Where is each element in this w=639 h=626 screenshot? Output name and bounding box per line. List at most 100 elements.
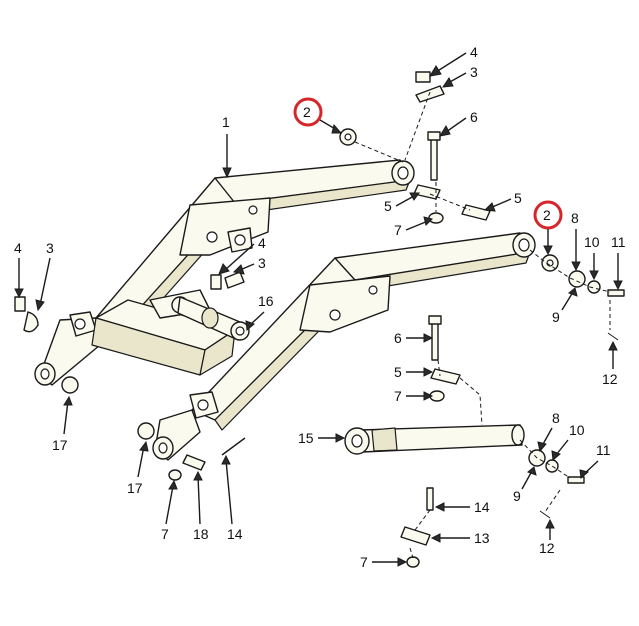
spacer-8-upper bbox=[568, 270, 586, 288]
callout-14-bottom: 14 bbox=[434, 499, 490, 515]
callout-16: 16 bbox=[245, 293, 274, 331]
callout-label: 3 bbox=[470, 64, 478, 80]
callout-3-mid: 3 bbox=[232, 255, 266, 275]
callout-label: 5 bbox=[514, 190, 522, 206]
callout-17-mid: 17 bbox=[127, 440, 149, 496]
callout-label: 15 bbox=[298, 430, 314, 446]
callout-14-low: 14 bbox=[221, 454, 243, 542]
callout-label: 13 bbox=[474, 530, 490, 546]
callout-11-lower: 11 bbox=[579, 442, 611, 479]
callout-10-lower: 10 bbox=[551, 422, 585, 461]
callout-label: 3 bbox=[46, 240, 54, 256]
callout-2-top: 2 bbox=[293, 97, 343, 134]
clamp-3-mid bbox=[224, 271, 245, 289]
callout-5-mid: 5 bbox=[394, 364, 434, 380]
callout-3-left: 3 bbox=[35, 240, 54, 312]
callout-11-upper: 11 bbox=[611, 234, 626, 291]
callout-18: 18 bbox=[193, 470, 209, 542]
callout-label: 6 bbox=[470, 109, 478, 125]
callout-12-upper: 12 bbox=[602, 340, 618, 387]
callout-9-upper: 9 bbox=[552, 287, 578, 325]
callout-label: 2 bbox=[303, 104, 311, 120]
washer-10-lower bbox=[545, 459, 559, 473]
left-loader-arm bbox=[34, 159, 415, 386]
callout-8-upper: 8 bbox=[571, 210, 581, 272]
pin-12-lower bbox=[539, 510, 551, 519]
callout-3-top: 3 bbox=[441, 64, 478, 88]
clamp-3-left bbox=[23, 311, 39, 333]
clamp-3-top bbox=[415, 85, 445, 103]
bolt-4-left bbox=[14, 296, 26, 312]
pin-18 bbox=[182, 454, 206, 471]
callout-label: 3 bbox=[258, 255, 266, 271]
small-parts bbox=[14, 71, 625, 568]
right-loader-arm bbox=[152, 232, 536, 461]
callout-8-lower: 8 bbox=[537, 410, 560, 453]
bolt-4-top bbox=[415, 71, 431, 83]
callout-label: 12 bbox=[602, 371, 618, 387]
bolt-14-bottom bbox=[426, 487, 434, 511]
nut-7-top bbox=[428, 212, 444, 224]
bolt-4-mid bbox=[210, 274, 222, 290]
callout-12-lower: 12 bbox=[539, 518, 555, 556]
callout-4-mid: 4 bbox=[218, 235, 266, 275]
callout-17-left: 17 bbox=[52, 395, 73, 453]
callout-label: 9 bbox=[552, 309, 560, 325]
callout-4-left: 4 bbox=[14, 240, 24, 299]
assembly-lines bbox=[354, 91, 611, 559]
callout-4-top: 4 bbox=[429, 44, 478, 77]
callout-10-upper: 10 bbox=[584, 234, 600, 281]
callout-label: 4 bbox=[14, 240, 22, 256]
callout-label: 7 bbox=[161, 526, 169, 542]
callout-label: 2 bbox=[543, 207, 551, 223]
bolt-6-mid bbox=[431, 321, 439, 361]
callout-label: 17 bbox=[127, 480, 143, 496]
bushing-17-mid bbox=[137, 422, 155, 440]
washer-10-upper bbox=[587, 280, 601, 294]
pin-13 bbox=[400, 526, 431, 546]
callout-label: 8 bbox=[571, 210, 579, 226]
callout-label: 8 bbox=[552, 410, 560, 426]
callout-label: 7 bbox=[360, 554, 368, 570]
callout-label: 10 bbox=[569, 422, 585, 438]
callout-5-top-left: 5 bbox=[384, 192, 420, 214]
callout-9-lower: 9 bbox=[513, 466, 537, 504]
callout-label: 5 bbox=[384, 198, 392, 214]
callout-label: 11 bbox=[611, 234, 626, 250]
bolt-11-lower bbox=[567, 476, 585, 484]
bolt-14-low bbox=[221, 437, 246, 456]
callout-1: 1 bbox=[222, 114, 232, 179]
callout-5-top-right: 5 bbox=[483, 190, 522, 212]
pin-12-upper bbox=[607, 332, 619, 341]
callout-7-mid: 7 bbox=[394, 388, 434, 404]
callout-7-top: 7 bbox=[394, 216, 433, 238]
callout-label: 12 bbox=[539, 540, 555, 556]
nut-7-bottom bbox=[406, 556, 420, 568]
callout-7-bottom: 7 bbox=[360, 554, 408, 570]
bolt-6-top bbox=[430, 137, 438, 181]
callout-label: 14 bbox=[474, 499, 490, 515]
callout-6-top: 6 bbox=[438, 109, 478, 137]
part-16-pivot-assembly bbox=[171, 296, 250, 341]
callout-15: 15 bbox=[298, 430, 346, 446]
callout-label: 16 bbox=[258, 293, 274, 309]
callout-13: 13 bbox=[430, 530, 490, 546]
callout-label: 17 bbox=[52, 437, 68, 453]
callout-label: 6 bbox=[394, 330, 402, 346]
callout-label: 4 bbox=[258, 235, 266, 251]
callout-7-low: 7 bbox=[161, 479, 178, 542]
nut-7-low bbox=[168, 469, 182, 481]
callout-label: 9 bbox=[513, 488, 521, 504]
callout-label: 1 bbox=[222, 114, 230, 130]
callout-label: 5 bbox=[394, 364, 402, 380]
callout-label: 14 bbox=[227, 526, 243, 542]
callout-6-mid: 6 bbox=[394, 330, 434, 346]
pin-5-top-b bbox=[461, 204, 491, 221]
callout-label: 7 bbox=[394, 222, 402, 238]
part-15-hydraulic-cylinder bbox=[344, 424, 525, 455]
bushing-17-left bbox=[61, 376, 79, 394]
callout-label: 11 bbox=[596, 442, 611, 458]
callout-label: 10 bbox=[584, 234, 600, 250]
callout-2-right: 2 bbox=[533, 200, 563, 256]
